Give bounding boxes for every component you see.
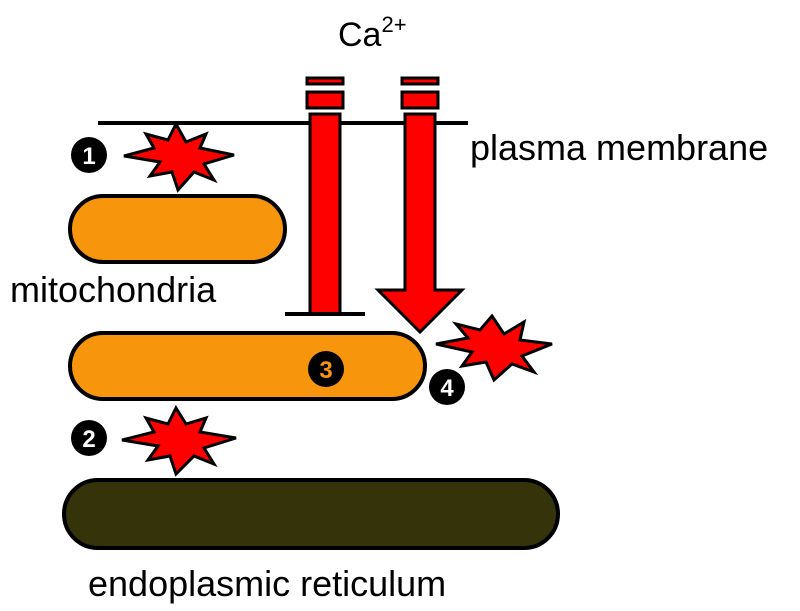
marker-3: 3 [308, 351, 344, 387]
calcium-influx-arrow [374, 76, 466, 335]
starburst-1 [123, 120, 235, 193]
marker-4-badge [429, 369, 465, 405]
marker-1-badge [71, 137, 107, 173]
marker-3-number: 3 [319, 357, 332, 384]
ion-label: Ca2+ [338, 12, 407, 54]
marker-3-badge [308, 351, 344, 387]
marker-1-number: 1 [82, 143, 95, 170]
mitochondria-label: mitochondria [10, 269, 217, 310]
mitochondrion-middle [68, 331, 427, 401]
arrow-body [374, 112, 466, 335]
marker-2-badge [71, 420, 107, 456]
marker-2: 2 [71, 420, 107, 456]
ion-charge: 2+ [381, 12, 406, 37]
channel-cap-top [305, 76, 345, 86]
arrow-cap-top [400, 76, 440, 86]
marker-4-number: 4 [440, 375, 454, 402]
ion-base: Ca [338, 16, 382, 54]
starburst-2 [121, 404, 237, 477]
marker-4: 4 [429, 369, 465, 405]
channel-cap-middle [305, 90, 345, 110]
inhibited-calcium-channel [285, 76, 365, 316]
mitochondrion-top [68, 194, 287, 264]
channel-shaft [308, 112, 342, 316]
marker-1: 1 [71, 137, 107, 173]
er-label: endoplasmic reticulum [88, 563, 446, 604]
starburst-4 [435, 313, 553, 383]
plasma-membrane-label: plasma membrane [470, 127, 768, 168]
endoplasmic-reticulum [62, 478, 560, 550]
arrow-cap-middle [400, 90, 440, 110]
marker-2-number: 2 [82, 426, 95, 453]
